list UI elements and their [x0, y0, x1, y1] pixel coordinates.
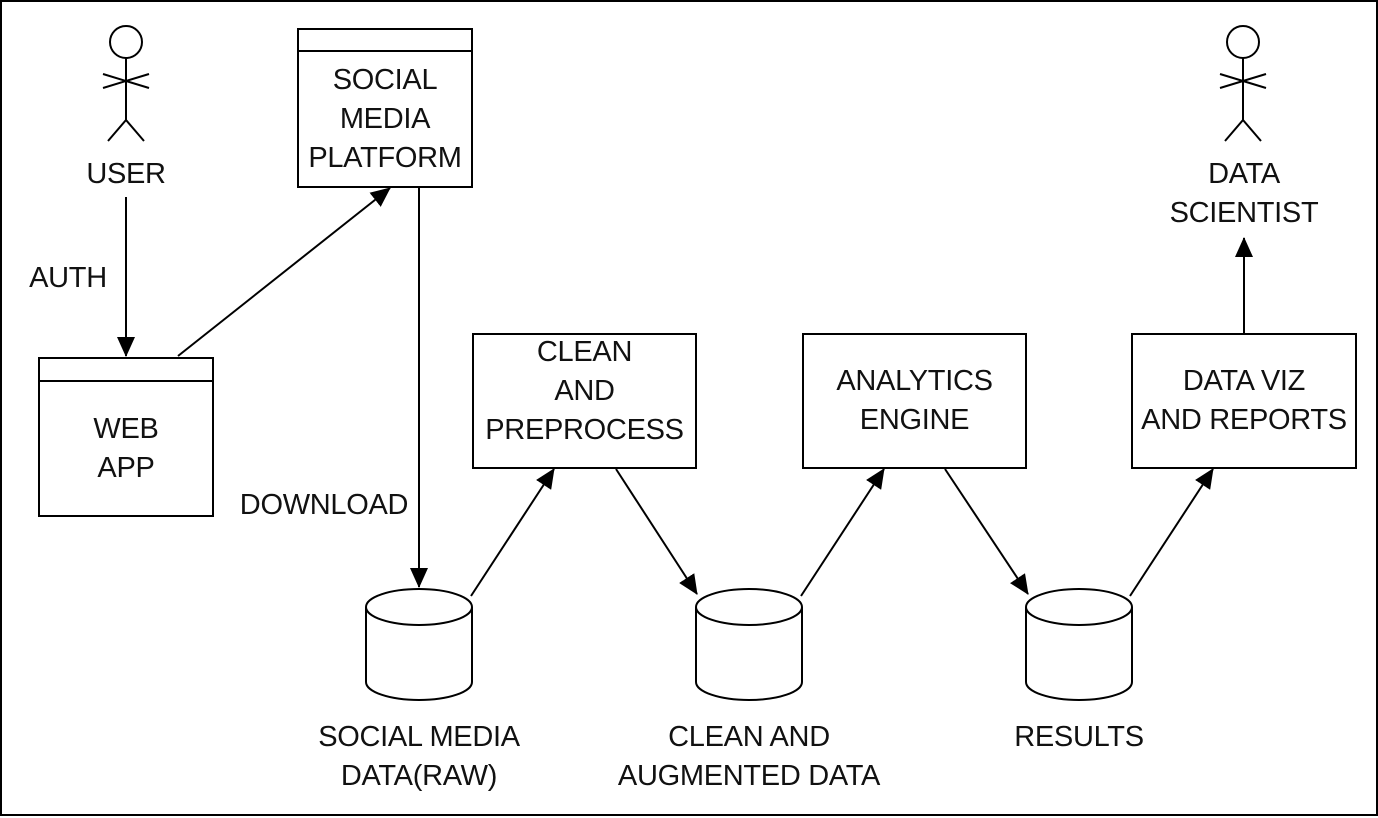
results-label-line1: RESULTS: [1014, 721, 1144, 753]
web-app-window: [38, 357, 214, 517]
analytics-engine-line2: ENGINE: [859, 404, 970, 436]
clean-preprocess-line1: CLEAN: [536, 335, 633, 368]
edge-clean-process-to-store-arrow: [615, 468, 698, 595]
clean-preprocess-line3: PREPROCESS: [485, 413, 684, 446]
edge-clean-store-to-analytics-arrow: [800, 468, 885, 597]
web-app-label: WEB APP: [39, 382, 213, 516]
user-actor-icon: [102, 25, 150, 142]
data-scientist-label-line1: DATA: [1208, 158, 1280, 190]
raw-data-label: SOCIAL MEDIA DATA(RAW): [299, 718, 539, 796]
data-viz-label: DATA VIZ AND REPORTS: [1132, 334, 1356, 468]
raw-data-store-icon: [365, 588, 473, 701]
web-app-label-line2: APP: [97, 452, 155, 484]
social-media-platform-window: [297, 28, 473, 188]
data-scientist-actor-icon: [1219, 25, 1267, 142]
clean-data-label-line2: AUGMENTED DATA: [617, 760, 881, 792]
analytics-engine-label: ANALYTICS ENGINE: [803, 334, 1026, 468]
analytics-engine-box: [802, 333, 1027, 469]
platform-label-line2: MEDIA: [339, 103, 431, 135]
raw-data-label-line2: DATA(RAW): [340, 760, 498, 792]
edge-raw-to-clean-process-arrow: [470, 468, 555, 597]
clean-preprocess-box: [472, 333, 697, 469]
raw-data-label-line1: SOCIAL MEDIA: [318, 721, 520, 753]
data-scientist-label-line2: SCIENTIST: [1169, 197, 1319, 229]
data-viz-box: [1131, 333, 1357, 469]
platform-label-line1: SOCIAL: [332, 64, 438, 96]
analytics-engine-line1: ANALYTICS: [836, 365, 993, 397]
data-viz-line2: AND REPORTS: [1141, 404, 1347, 436]
web-app-label-line1: WEB: [93, 413, 159, 445]
social-media-platform-label: SOCIAL MEDIA PLATFORM: [298, 52, 472, 187]
results-store-icon: [1025, 588, 1133, 701]
download-edge-label: DOWNLOAD: [239, 489, 409, 521]
platform-label-line3: PLATFORM: [308, 142, 462, 174]
clean-preprocess-line2: AND: [554, 374, 615, 407]
edge-results-to-viz-arrow: [1129, 468, 1214, 597]
data-scientist-label: DATA SCIENTIST: [1144, 155, 1344, 233]
user-label: USER: [86, 158, 166, 190]
clean-preprocess-label: CLEAN AND PREPROCESS: [473, 324, 696, 458]
clean-data-label-line1: CLEAN AND: [668, 721, 830, 753]
edge-webapp-to-platform-arrow: [177, 187, 391, 357]
clean-data-label: CLEAN AND AUGMENTED DATA: [608, 718, 890, 796]
results-label: RESULTS: [999, 718, 1159, 757]
clean-data-store-icon: [695, 588, 803, 701]
edge-analytics-to-results-arrow: [944, 468, 1029, 595]
data-viz-line1: DATA VIZ: [1182, 365, 1306, 397]
auth-edge-label: AUTH: [29, 262, 107, 294]
